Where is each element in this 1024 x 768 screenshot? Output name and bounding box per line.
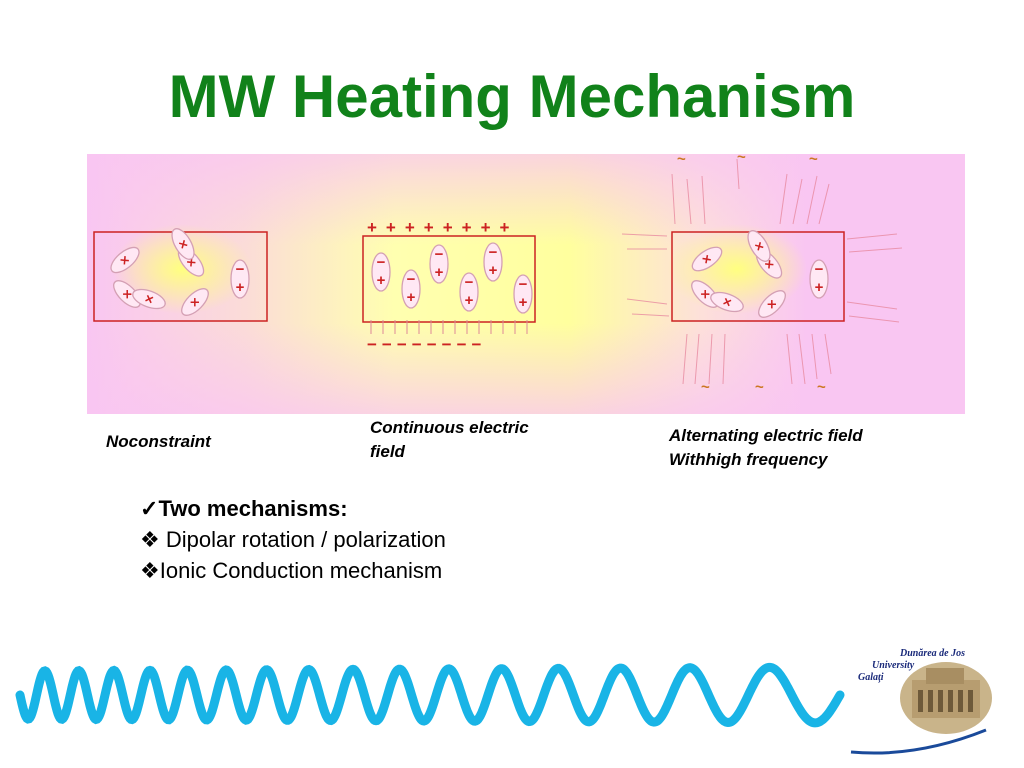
svg-text:~: ~ — [677, 154, 686, 168]
slide-title: MW Heating Mechanism — [168, 63, 856, 130]
university-logo: Dunărea de Jos University Galaţi — [846, 640, 1024, 760]
svg-text:++++++++: ++++++++ — [367, 218, 518, 237]
dipole-diagram-panel: − + × ++++++++ −−−−−−−− — [87, 154, 965, 414]
caption-alternating-field: Alternating electric field Withhigh freq… — [669, 424, 863, 472]
caption-alternating-line1: Alternating electric field — [669, 426, 863, 445]
bullet-heading: ✓Two mechanisms: — [140, 496, 348, 521]
mechanisms-list: ✓Two mechanisms: ❖ Dipolar rotation / po… — [140, 493, 446, 586]
bullet-ionic: ❖Ionic Conduction mechanism — [140, 558, 443, 583]
check-icon: ✓ — [140, 496, 159, 521]
svg-text:~: ~ — [817, 379, 826, 396]
svg-text:~: ~ — [737, 154, 746, 166]
caption-noconstraint: Noconstraint — [106, 432, 211, 451]
continuous-field-dipoles: ++++++++ −−−−−−−− — [362, 218, 536, 354]
logo-line2: University — [872, 660, 915, 671]
svg-text:~: ~ — [755, 379, 764, 396]
diamond-bullet-icon: ❖ — [140, 558, 160, 583]
alternating-field-dipoles: ~ ~ ~ ~ ~ ~ — [621, 154, 903, 396]
diamond-bullet-icon: ❖ — [140, 527, 160, 552]
svg-text:−−−−−−−−: −−−−−−−− — [367, 335, 486, 354]
caption-continuous-field: Continuous electric field — [370, 416, 529, 464]
caption-continuous-line2: field — [370, 442, 405, 461]
caption-alternating-line2: Withhigh frequency — [669, 450, 828, 469]
noconstraint-dipoles — [93, 224, 268, 322]
logo-line1: Dunărea de Jos — [900, 648, 966, 659]
microwave-wave-graphic — [15, 662, 845, 728]
logo-line3: Galaţi — [858, 672, 884, 683]
bullet-dipolar: ❖ Dipolar rotation / polarization — [140, 527, 446, 552]
caption-continuous-line1: Continuous electric — [370, 418, 529, 437]
svg-text:~: ~ — [701, 379, 710, 396]
svg-text:~: ~ — [809, 154, 818, 168]
